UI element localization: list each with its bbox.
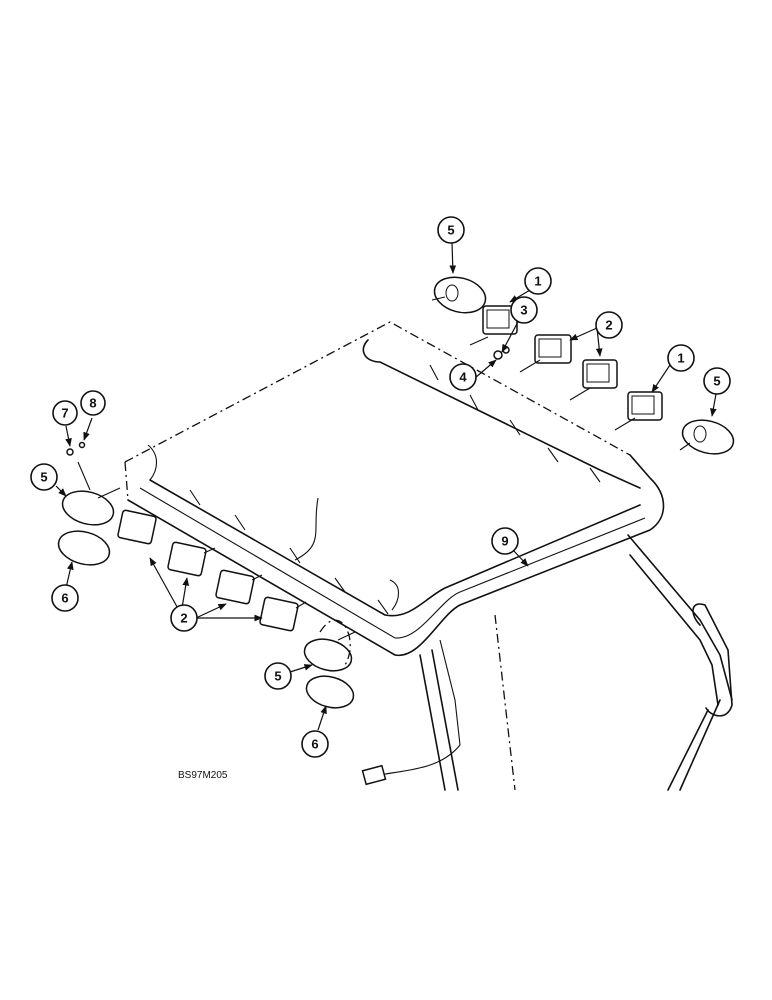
callout-label: 2 xyxy=(180,611,187,626)
callout-8: 8 xyxy=(80,390,106,416)
callout-5-top-left: 5 xyxy=(437,216,465,244)
callout-5-front-left: 5 xyxy=(30,463,58,491)
callout-label: 5 xyxy=(274,669,281,684)
callout-label: 4 xyxy=(459,370,467,385)
work-lamp-front-4 xyxy=(259,596,307,632)
callout-6-front-left: 6 xyxy=(51,584,79,612)
work-lamp-2-a xyxy=(519,334,572,373)
callout-label: 7 xyxy=(61,406,68,421)
callout-label: 2 xyxy=(605,318,612,333)
oval-lamp-front-left xyxy=(57,461,121,566)
work-lamp-front-1 xyxy=(117,509,157,545)
work-lamp-1-right xyxy=(614,391,663,431)
callout-label: 5 xyxy=(713,374,720,389)
oval-lamp-top-left xyxy=(431,276,487,314)
callout-2-front: 2 xyxy=(170,604,198,632)
callout-label: 1 xyxy=(534,274,541,289)
front-lamps xyxy=(57,441,356,709)
oval-lamp-front-right xyxy=(303,619,356,709)
callout-7: 7 xyxy=(52,400,78,426)
callout-label: 9 xyxy=(501,534,508,549)
bulb-3-4 xyxy=(493,346,510,360)
work-lamp-2-b xyxy=(569,359,618,401)
bolt-7-8 xyxy=(66,441,86,456)
callout-1-right: 1 xyxy=(667,344,695,372)
wiring-harness xyxy=(147,339,641,786)
roof-panel xyxy=(124,321,665,656)
callout-5-top-right: 5 xyxy=(703,367,731,395)
callout-label: 1 xyxy=(677,351,684,366)
work-lamp-1-left xyxy=(469,305,518,346)
work-lamp-front-3 xyxy=(215,569,263,605)
callout-label: 6 xyxy=(311,737,318,752)
callout-label: 5 xyxy=(40,470,47,485)
callout-label: 6 xyxy=(61,591,68,606)
callout-3: 3 xyxy=(510,296,538,324)
cab-posts xyxy=(419,649,459,791)
callout-2-top: 2 xyxy=(595,311,623,339)
callout-4: 4 xyxy=(449,363,477,391)
oval-lamp-top-right xyxy=(679,419,735,455)
callout-label: 3 xyxy=(520,303,527,318)
callout-5-front-right: 5 xyxy=(264,662,292,690)
callout-9: 9 xyxy=(491,527,519,555)
callout-6-front-right: 6 xyxy=(301,730,329,758)
cab-frame xyxy=(494,534,733,791)
callout-1-left: 1 xyxy=(524,267,552,295)
callout-label: 5 xyxy=(447,223,454,238)
callout-label: 8 xyxy=(89,396,96,411)
work-lamp-front-2 xyxy=(167,541,216,577)
drawing-code: BS97M205 xyxy=(178,770,228,781)
